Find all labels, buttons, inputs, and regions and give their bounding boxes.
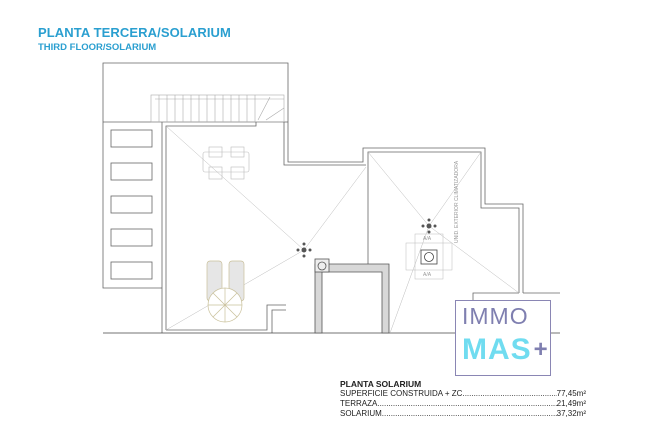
outdoor-unit-label: UNID. EXTERIOR CLIMATIZADORA bbox=[454, 160, 460, 243]
area-row: SUPERFICIE CONSTRUIDA + ZC 77,45m² bbox=[340, 389, 586, 399]
plan-title: PLANTA TERCERA/SOLARIUM bbox=[38, 25, 231, 40]
area-value: 77,45m² bbox=[556, 389, 586, 398]
terrace-outline bbox=[165, 122, 257, 330]
staircase bbox=[150, 94, 285, 123]
plan-subtitle: THIRD FLOOR/SOLARIUM bbox=[38, 42, 157, 53]
light-fixture-icon bbox=[421, 218, 437, 234]
shaft-wall bbox=[314, 258, 390, 334]
area-row: SOLARIUM 37,32m² bbox=[340, 409, 586, 419]
light-fixture-icon bbox=[296, 242, 312, 258]
area-value: 37,32m² bbox=[556, 409, 586, 418]
area-value: 21,49m² bbox=[556, 399, 586, 408]
area-label: SOLARIUM bbox=[340, 409, 382, 418]
ac-label: A/A bbox=[423, 272, 432, 278]
solar-panels bbox=[110, 129, 153, 280]
area-heading: PLANTA SOLARIUM bbox=[340, 379, 422, 389]
logo-line2: MAS bbox=[462, 333, 532, 366]
immomas-watermark-logo: IMMO MAS + bbox=[455, 300, 551, 376]
top-block-outline bbox=[102, 62, 289, 122]
logo-plus: + bbox=[533, 336, 548, 363]
area-summary: PLANTA SOLARIUM SUPERFICIE CONSTRUIDA + … bbox=[340, 379, 586, 419]
dining-table bbox=[202, 146, 250, 180]
logo-line1: IMMO bbox=[462, 303, 529, 329]
area-label: SUPERFICIE CONSTRUIDA + ZC bbox=[340, 389, 463, 398]
sun-loungers bbox=[206, 260, 245, 323]
area-row: TERRAZA 21,49m² bbox=[340, 399, 586, 409]
area-label: TERRAZA bbox=[340, 399, 378, 408]
ac-unit bbox=[405, 233, 453, 280]
ac-label: A/A bbox=[423, 236, 432, 242]
